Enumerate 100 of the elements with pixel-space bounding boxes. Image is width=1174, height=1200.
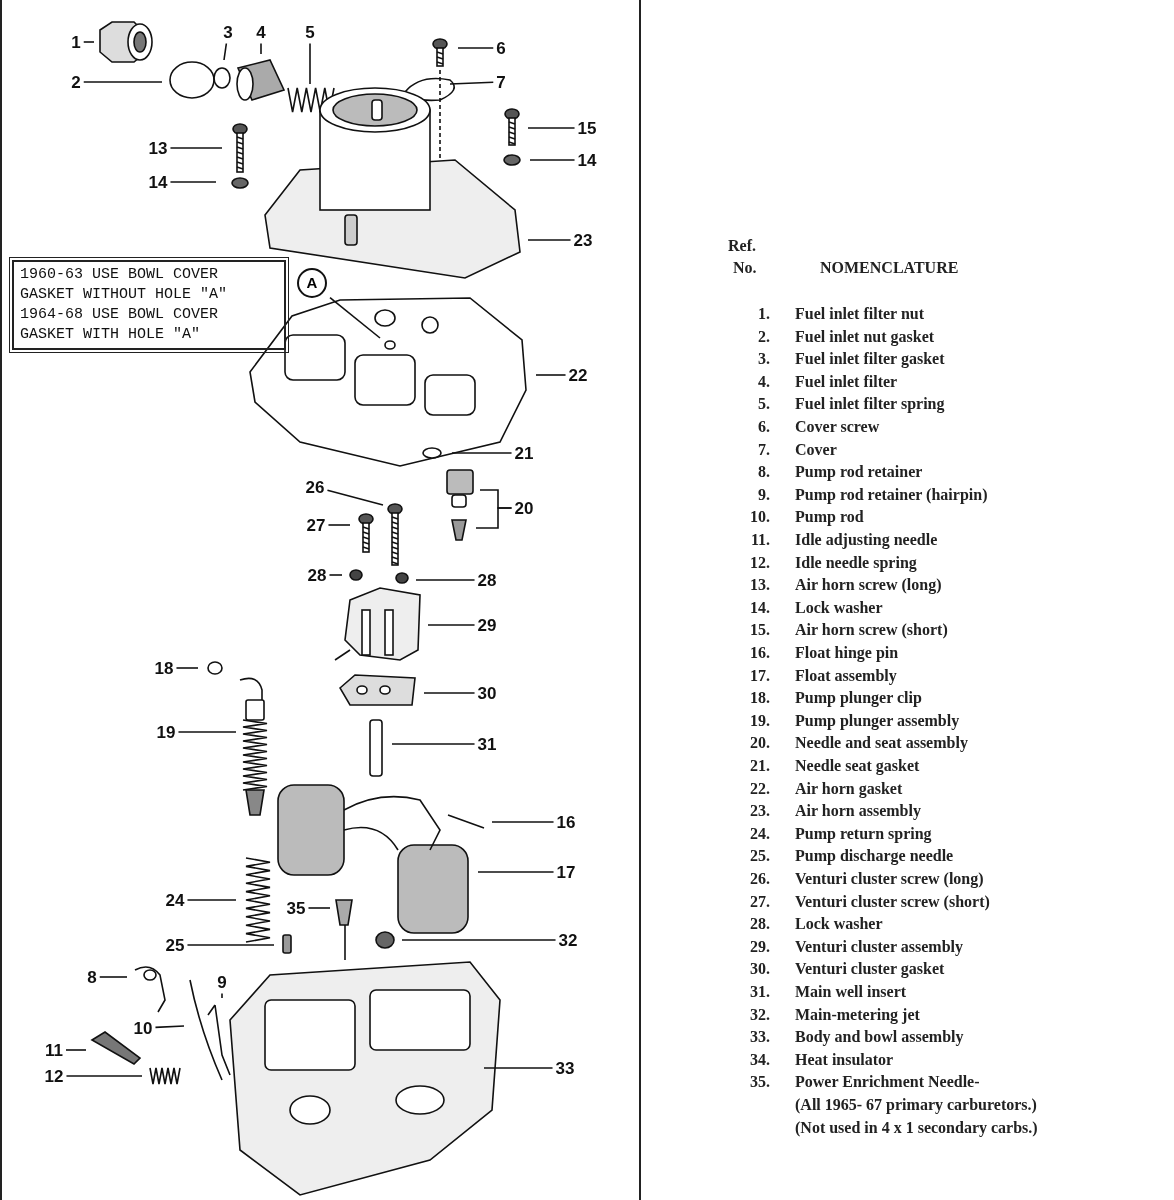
part-name: Venturi cluster screw (short) — [795, 893, 990, 910]
ref-number: 35. — [749, 1074, 770, 1091]
part-name: Power Enrichment Needle- — [795, 1074, 980, 1091]
leader-line — [535, 374, 567, 376]
callout-number: 10 — [133, 1019, 153, 1037]
leader-line — [457, 47, 495, 49]
ref-number: 11. — [749, 532, 770, 548]
callout-number: 35 — [286, 899, 306, 917]
callout-number: 20 — [514, 499, 534, 517]
ref-number: 24. — [749, 825, 770, 842]
callout-number: 14 — [577, 151, 597, 169]
ref-number: 33. — [749, 1029, 770, 1046]
callout-number: 27 — [306, 516, 326, 534]
leader-line — [186, 899, 237, 901]
callout-number: 21 — [514, 444, 534, 462]
ref-number: 6. — [757, 419, 770, 435]
part-name: Air horn assembly — [795, 803, 921, 820]
part-name: Pump return spring — [795, 825, 932, 842]
ref-number: 4. — [757, 373, 770, 390]
leader-line — [475, 507, 513, 529]
callout-number: 19 — [156, 723, 176, 741]
leader-line — [527, 239, 572, 241]
part-name: Pump rod retainer — [795, 464, 923, 481]
leader-line — [329, 296, 381, 339]
callout-number: 24 — [165, 891, 185, 909]
leader-line — [177, 731, 237, 733]
part-name: Pump rod — [795, 509, 864, 526]
leader-line — [491, 821, 555, 823]
leader-line — [427, 624, 476, 626]
ref-number: 27. — [749, 893, 770, 910]
ref-number: 22. — [749, 780, 770, 797]
leader-line — [154, 1025, 185, 1029]
callout-number: 18 — [154, 659, 174, 677]
leader-line — [169, 181, 217, 183]
leader-line — [326, 489, 384, 506]
part-name: Idle needle spring — [795, 554, 917, 571]
ref-number: 9. — [757, 486, 770, 503]
part-name: Main well insert — [795, 984, 907, 1000]
ref-number: 30. — [749, 961, 770, 978]
part-name: Pump plunger assembly — [795, 712, 960, 729]
callout-number: 13 — [148, 139, 168, 157]
ref-number: 1. — [757, 306, 770, 322]
callout-number: 2 — [71, 73, 81, 91]
leader-line — [186, 944, 275, 946]
part-name: (All 1965- 67 primary carburetors.) — [795, 1097, 1037, 1113]
part-name: Cover screw — [795, 419, 880, 435]
ref-number: 32. — [749, 1006, 770, 1023]
part-name: Fuel inlet nut gasket — [795, 328, 935, 345]
callout-number: 16 — [556, 813, 576, 831]
ref-number: 10. — [749, 509, 770, 526]
part-name: Float hinge pin — [795, 645, 899, 661]
leader-line — [327, 524, 351, 526]
part-name: Pump rod retainer (hairpin) — [795, 486, 988, 503]
part-name: Heat insulator — [795, 1051, 894, 1068]
callout-number: 1 — [71, 33, 81, 51]
callout-number: 15 — [577, 119, 597, 137]
callout-number: 3 — [223, 23, 233, 41]
ref-number: 2. — [757, 328, 770, 345]
callout-number: 32 — [558, 931, 578, 949]
callout-number: 23 — [573, 231, 593, 249]
callout-number: 33 — [555, 1059, 575, 1077]
ref-number: 19. — [749, 712, 770, 729]
part-name: Cover — [795, 441, 837, 458]
leader-line — [391, 743, 476, 745]
ref-number: 5. — [757, 396, 770, 413]
part-name: Venturi cluster assembly — [795, 938, 963, 955]
leader-line — [477, 871, 555, 873]
part-name: Air horn gasket — [795, 780, 903, 797]
part-name: Idle adjusting needle — [795, 532, 938, 548]
leader-line — [483, 1067, 554, 1069]
ref-number: 18. — [749, 690, 770, 707]
table-header: No. — [733, 260, 757, 276]
part-name: (Not used in 4 x 1 secondary carbs.) — [795, 1119, 1038, 1136]
callout-number: 28 — [307, 566, 327, 584]
part-name: Fuel inlet filter spring — [795, 396, 945, 413]
leader-line — [415, 579, 476, 581]
leader-line — [221, 992, 223, 999]
part-name: Venturi cluster screw (long) — [795, 871, 984, 887]
ref-number: 12. — [749, 554, 770, 571]
ref-number: 25. — [749, 848, 770, 865]
part-name: Main-metering jet — [795, 1006, 920, 1023]
ref-number: 3. — [757, 351, 770, 368]
callout-number: 9 — [217, 973, 227, 991]
callout-number: 12 — [44, 1067, 64, 1085]
table-header: Ref. — [728, 238, 756, 254]
leader-line — [98, 976, 128, 978]
callout-number: 30 — [477, 684, 497, 702]
leader-line — [423, 692, 476, 694]
ref-number: 16. — [749, 645, 770, 661]
part-name: Air horn screw (long) — [795, 577, 942, 594]
part-name: Lock washer — [795, 599, 883, 616]
table-header: NOMENCLATURE — [820, 260, 959, 276]
leader-line — [328, 574, 343, 576]
ref-number: 31. — [749, 984, 770, 1000]
ref-number: 17. — [749, 667, 770, 684]
ref-number: 20. — [749, 735, 770, 752]
callout-number: 4 — [256, 23, 266, 41]
leader-line — [309, 42, 311, 85]
callout-number: 25 — [165, 936, 185, 954]
callout-number: 7 — [496, 73, 506, 91]
